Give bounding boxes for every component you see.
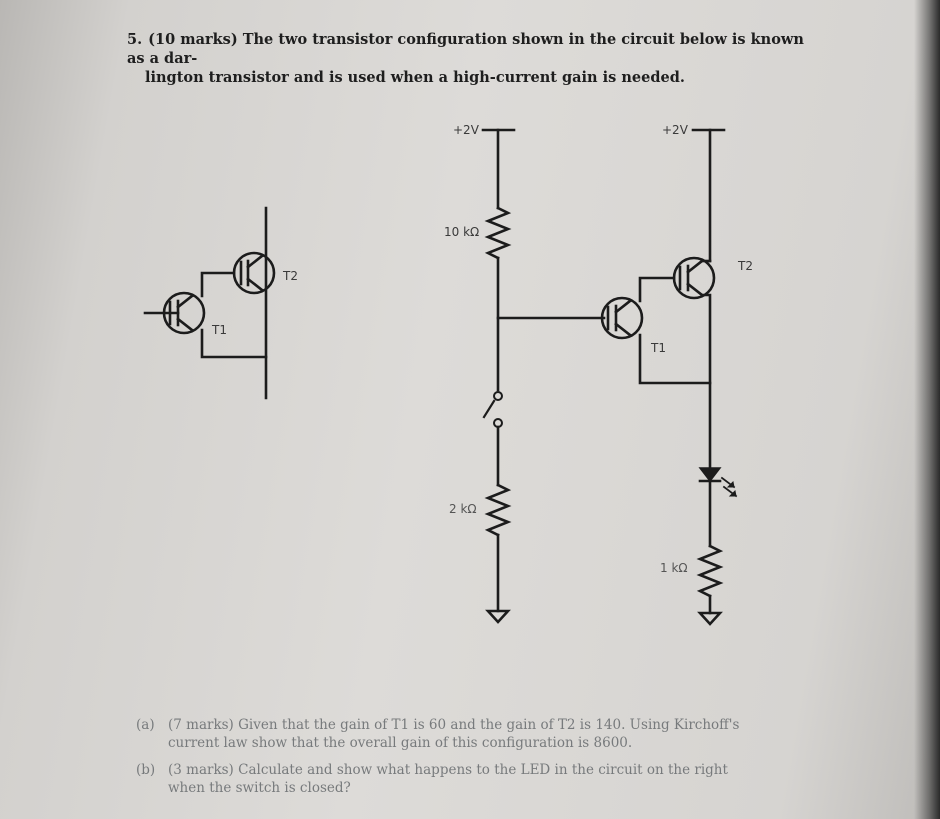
ground-left bbox=[485, 609, 511, 624]
supply-label-right: +2V bbox=[662, 123, 689, 137]
switch[interactable] bbox=[482, 391, 503, 428]
r2-label: 2 kΩ bbox=[449, 502, 477, 516]
part-a-label: (a) bbox=[136, 717, 155, 733]
right-circuit: +2V 10 kΩ 2 kΩ bbox=[444, 123, 753, 626]
question-line-2: lington transistor and is used when a hi… bbox=[145, 69, 685, 86]
sub-questions: (a) (7 marks) Given that the gain of T1 … bbox=[136, 716, 826, 806]
part-a: (a) (7 marks) Given that the gain of T1 … bbox=[136, 716, 826, 752]
right-t1-transistor bbox=[600, 296, 644, 340]
resistor-10k bbox=[484, 206, 512, 260]
question-line-1: (10 marks) The two transistor configurat… bbox=[127, 31, 804, 67]
resistor-2k bbox=[484, 483, 512, 537]
question-number: 5. bbox=[127, 31, 143, 48]
part-a-line-1: (7 marks) Given that the gain of T1 is 6… bbox=[168, 717, 740, 733]
left-t1-label: T1 bbox=[211, 323, 227, 337]
right-t2-transistor bbox=[672, 256, 716, 300]
part-b-line-2: when the switch is closed? bbox=[168, 780, 351, 796]
r3-label: 1 kΩ bbox=[660, 561, 688, 575]
left-t1-transistor bbox=[143, 291, 206, 335]
part-b-label: (b) bbox=[136, 762, 156, 778]
right-t1-label: T1 bbox=[650, 341, 666, 355]
part-b: (b) (3 marks) Calculate and show what ha… bbox=[136, 761, 826, 797]
question-text: 5.(10 marks) The two transistor configur… bbox=[127, 30, 817, 87]
left-t2-label: T2 bbox=[282, 269, 298, 283]
page-edge-shadow bbox=[914, 0, 940, 819]
ground-right bbox=[697, 611, 723, 626]
left-darlington-circuit: T1 T2 bbox=[143, 206, 298, 400]
resistor-1k bbox=[696, 544, 724, 598]
r1-label: 10 kΩ bbox=[444, 225, 479, 239]
part-a-line-2: current law show that the overall gain o… bbox=[168, 735, 633, 751]
led bbox=[698, 467, 738, 498]
right-t2-label: T2 bbox=[737, 259, 753, 273]
supply-label-left: +2V bbox=[453, 123, 480, 137]
left-t2-transistor bbox=[232, 251, 276, 295]
part-b-line-1: (3 marks) Calculate and show what happen… bbox=[168, 762, 728, 778]
